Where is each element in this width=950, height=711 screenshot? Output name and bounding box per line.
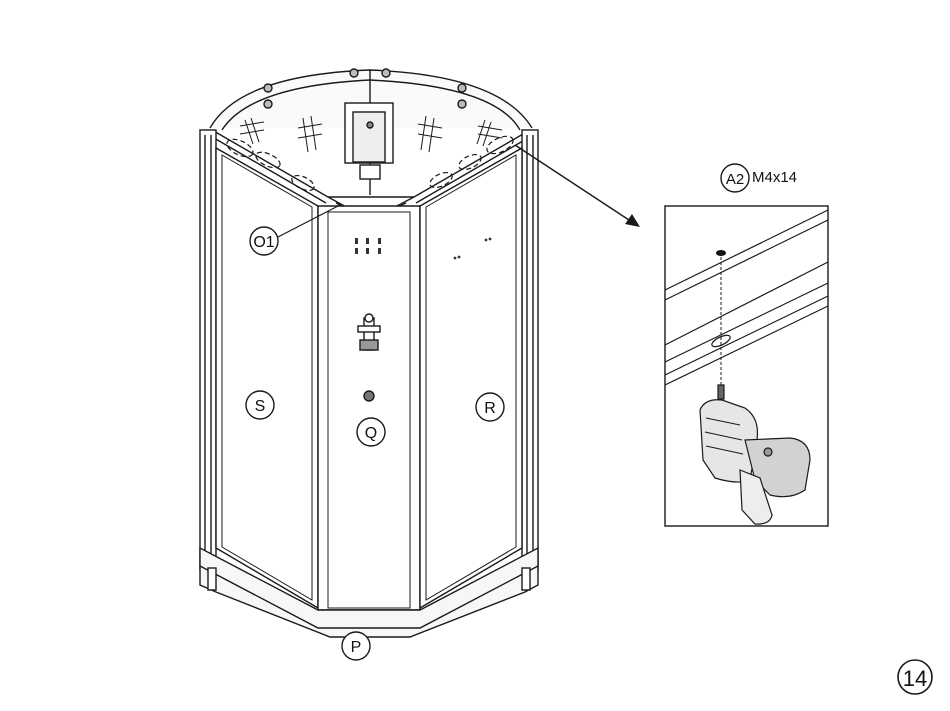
panel-r xyxy=(420,148,522,608)
detail-part-callout: A2 M4x14 xyxy=(721,164,797,192)
svg-text:S: S xyxy=(255,398,266,415)
screw-icon xyxy=(716,250,726,256)
svg-text:O1: O1 xyxy=(253,234,274,251)
detail-inset xyxy=(665,206,828,526)
drain-knob-icon xyxy=(364,391,374,401)
label-s: S xyxy=(246,391,274,419)
right-frame-column xyxy=(522,130,538,570)
label-r: R xyxy=(476,393,504,421)
screw-spec: M4x14 xyxy=(752,169,797,186)
label-p: P xyxy=(342,632,370,660)
svg-text:P: P xyxy=(351,639,362,656)
panel-s xyxy=(216,148,318,608)
step-number: 14 xyxy=(903,666,927,691)
part-code: A2 xyxy=(726,171,744,188)
step-number-badge: 14 xyxy=(898,660,932,694)
svg-text:R: R xyxy=(484,400,496,417)
shower-enclosure xyxy=(200,69,538,637)
label-q: Q xyxy=(357,418,385,446)
left-frame-column xyxy=(200,130,216,570)
panel-q xyxy=(318,206,420,610)
svg-text:Q: Q xyxy=(365,425,377,442)
label-o1: O1 xyxy=(250,227,278,255)
